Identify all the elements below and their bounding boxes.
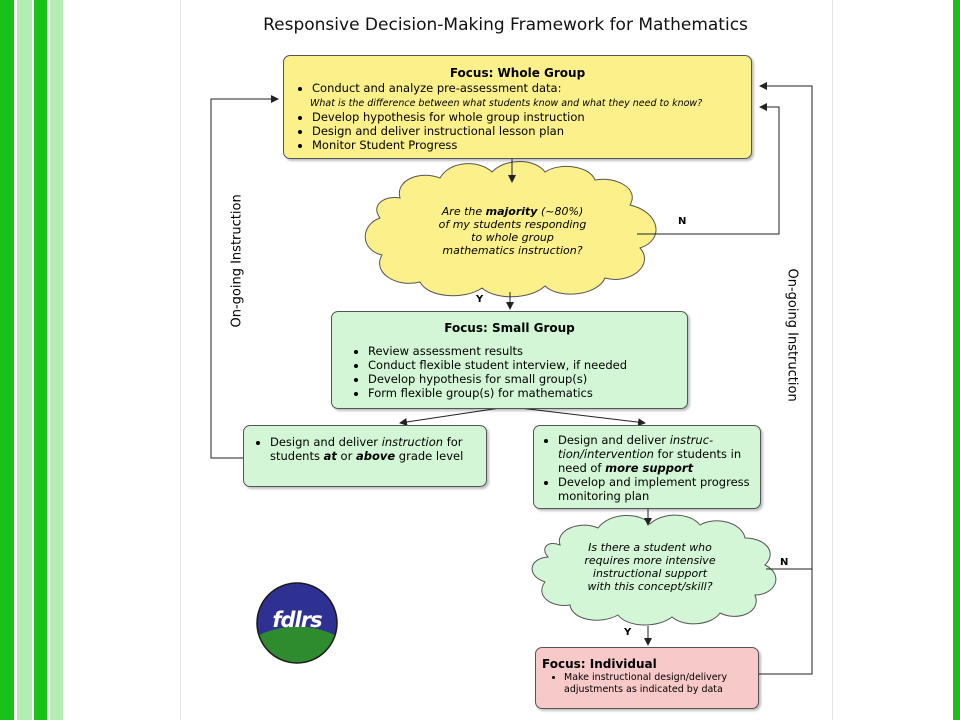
more-support-item: Develop and implement progress monitorin… (558, 475, 752, 503)
whole-group-item: Develop hypothesis for whole group instr… (312, 110, 743, 124)
whole-group-item: Conduct and analyze pre-assessment data:… (310, 81, 743, 110)
decision-1-no-label: N (678, 216, 687, 227)
decision-2-no-label: N (780, 557, 789, 568)
left-stripe-dark-2 (34, 0, 47, 720)
left-stripe-dark-1 (0, 0, 14, 720)
left-stripe-light-1 (17, 0, 32, 720)
ongoing-instruction-right-label: On-going Instruction (784, 268, 800, 402)
at-above-grade-box: Design and deliver instruction for stude… (243, 425, 487, 487)
whole-group-item: Monitor Student Progress (312, 138, 743, 152)
decision-2-text: Is there a student who requires more int… (584, 541, 716, 593)
small-group-item: Form flexible group(s) for mathematics (368, 386, 679, 400)
small-group-item: Conduct flexible student interview, if n… (368, 358, 679, 372)
small-group-item: Develop hypothesis for small group(s) (368, 372, 679, 386)
small-group-heading: Focus: Small Group (444, 321, 575, 335)
individual-box: Focus: Individual Make instructional des… (535, 647, 759, 709)
decision-1-yes-label: Y (476, 294, 484, 305)
whole-group-item: Design and deliver instructional lesson … (312, 124, 743, 138)
at-above-grade-item: Design and deliver instruction for stude… (270, 435, 478, 463)
decision-cloud-2 (531, 514, 777, 626)
decision-cloud-1 (364, 161, 657, 298)
small-group-item: Review assessment results (368, 344, 679, 358)
whole-group-box: Focus: Whole Group Conduct and analyze p… (283, 55, 752, 159)
fdlrs-logo (256, 582, 338, 664)
whole-group-question: What is the difference between what stud… (310, 98, 703, 109)
whole-group-heading: Focus: Whole Group (449, 66, 586, 80)
page-title: Responsive Decision-Making Framework for… (263, 15, 748, 35)
more-support-box: Design and deliver instruc-tion/interven… (533, 425, 761, 509)
individual-heading: Focus: Individual (542, 657, 657, 671)
individual-item: Make instructional design/delivery adjus… (564, 672, 750, 696)
decision-2-yes-label: Y (624, 627, 632, 638)
right-stripe-dark (953, 0, 960, 720)
small-group-box: Focus: Small Group Review assessment res… (331, 311, 688, 409)
decision-1-text: Are the majority (~80%) of my students r… (438, 205, 587, 257)
logo-text: fdlrs (272, 608, 322, 632)
more-support-item: Design and deliver instruc-tion/interven… (558, 433, 752, 475)
ongoing-instruction-left-label: On-going Instruction (229, 194, 245, 328)
left-stripe-light-2 (50, 0, 63, 720)
